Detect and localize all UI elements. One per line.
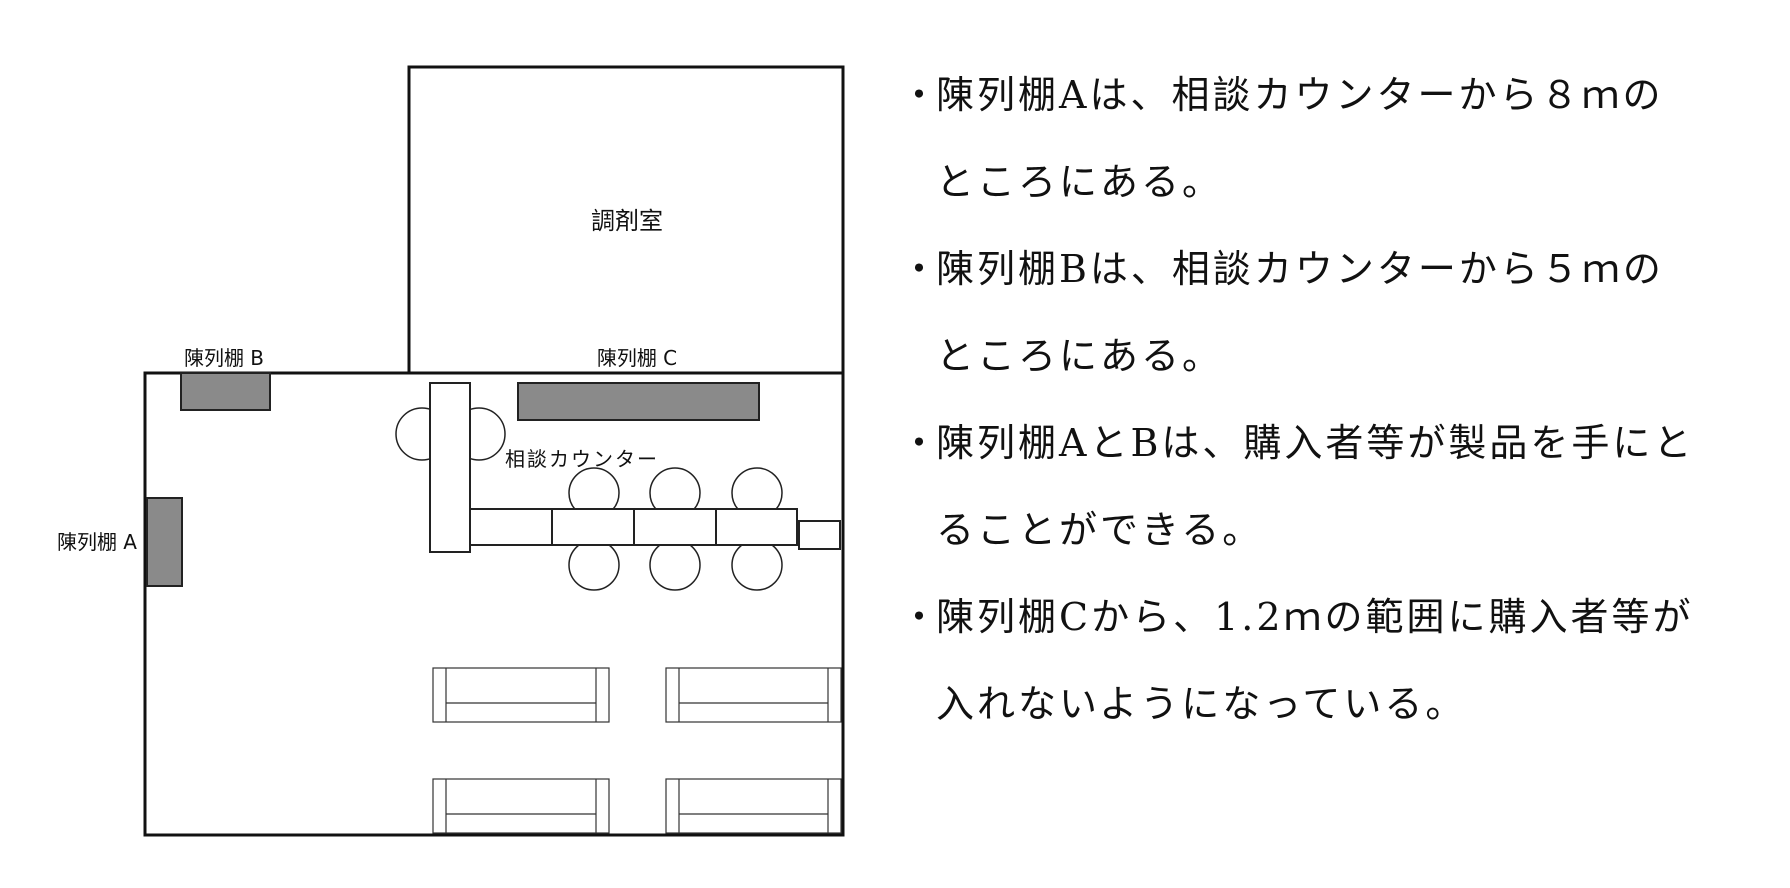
shelf-c-label: 陳列棚 C: [597, 346, 677, 370]
chair: [731, 539, 783, 591]
bullet: ・: [900, 595, 942, 639]
condition-text: 陳列棚Aは、相談カウンターから８ｍのところにある。: [936, 73, 1664, 204]
counter-label: 相談カウンター: [505, 447, 659, 471]
shelf-b: [180, 372, 271, 411]
sofa: [432, 778, 610, 834]
shelf-b-label: 陳列棚 B: [184, 346, 264, 370]
sofa: [665, 667, 842, 723]
bullet: ・: [900, 73, 942, 117]
sofa: [665, 778, 842, 834]
bullet: ・: [900, 247, 942, 291]
condition-text: 陳列棚AとBは、購入者等が製品を手にとることができる。: [936, 421, 1695, 552]
counter-vertical: [429, 382, 471, 553]
condition-item: ・陳列棚Bは、相談カウンターから５ｍのところにある。: [900, 226, 1696, 400]
condition-text: 陳列棚Cから、1.2ｍの範囲に購入者等が入れないようになっている。: [936, 595, 1694, 726]
bullet: ・: [900, 421, 942, 465]
sofa: [432, 667, 610, 723]
condition-text: 陳列棚Bは、相談カウンターから５ｍのところにある。: [936, 247, 1664, 378]
condition-item: ・陳列棚Aは、相談カウンターから８ｍのところにある。: [900, 52, 1696, 226]
shelf-a-label: 陳列棚 A: [57, 530, 137, 554]
dispensing-room-label: 調剤室: [591, 207, 663, 235]
counter-segment: [551, 508, 635, 546]
counter-segment: [633, 508, 717, 546]
shelf-c: [517, 382, 760, 421]
condition-item: ・陳列棚Cから、1.2ｍの範囲に購入者等が入れないようになっている。: [900, 574, 1696, 748]
counter-end: [798, 520, 841, 550]
condition-item: ・陳列棚AとBは、購入者等が製品を手にとることができる。: [900, 400, 1696, 574]
counter-segment: [715, 508, 798, 546]
chair: [568, 539, 620, 591]
shelf-a: [146, 497, 183, 587]
conditions-list: ・陳列棚Aは、相談カウンターから８ｍのところにある。 ・陳列棚Bは、相談カウンタ…: [900, 52, 1760, 748]
counter-segment: [469, 508, 553, 546]
chair: [649, 539, 701, 591]
